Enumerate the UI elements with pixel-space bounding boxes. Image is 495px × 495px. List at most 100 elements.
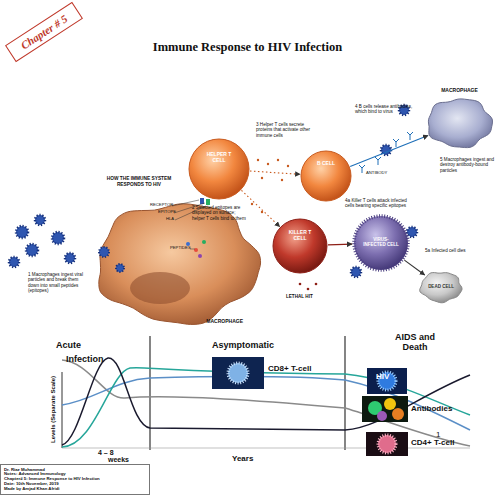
cd8-image <box>228 363 248 383</box>
b-cell: B CELL <box>300 150 352 202</box>
secretion-dot <box>251 203 253 205</box>
b-cell-outline <box>300 150 352 202</box>
epitope-mark <box>206 199 210 205</box>
cell-body <box>354 216 408 270</box>
cd8-image <box>212 357 264 389</box>
killer-t-cell-outline <box>272 218 328 274</box>
phase-divider <box>149 336 150 450</box>
connector-arrow <box>350 135 428 166</box>
callout-text: 4a Killer T cells attack infected cells … <box>345 198 411 209</box>
callout-text: 2 Selected epitopes are displayed on sur… <box>192 205 248 221</box>
phase-label: Infection <box>66 354 104 364</box>
series-label: CD8+ T-cell <box>268 364 311 373</box>
phase-label: Acute <box>56 340 81 350</box>
cd4-image <box>378 435 396 453</box>
virus-particle <box>351 267 361 277</box>
page-title: Immune Response to HIV Infection <box>0 40 495 54</box>
antibody-symbol <box>407 132 413 140</box>
callout-text: LETHAL HIT <box>286 294 313 299</box>
phase-label: AIDS and Death <box>390 332 440 353</box>
callout-text: 5a Infected cell dies <box>425 248 475 253</box>
cell-label: Chapter # 5 <box>18 12 69 51</box>
virus-particle <box>35 215 45 225</box>
connector-arrow <box>328 243 352 245</box>
callout-text: PEPTIDES <box>170 246 191 251</box>
antibody-image <box>377 411 387 421</box>
cell-label: DEAD CELL <box>428 285 454 290</box>
antibody-image <box>362 396 408 422</box>
cell-label: VIRUS-INFECTED CELL <box>363 238 399 248</box>
series-label: HIV <box>376 372 389 381</box>
cd8-curve <box>62 377 470 430</box>
cell-body <box>99 204 261 325</box>
antibody-image <box>392 408 404 420</box>
virus-particle <box>52 232 64 244</box>
cell-body <box>189 139 249 199</box>
cd4-curve <box>62 360 470 446</box>
figure-heading: HOW THE IMMUNE SYSTEM RESPONDS TO HIV <box>100 176 178 187</box>
cell-body <box>428 99 492 148</box>
macrophage-cell-outline <box>424 96 495 150</box>
callout-text: 4 B cells release antibodies, which bind… <box>355 104 417 115</box>
hiv-curve <box>62 358 470 445</box>
callout-text: 1 Macrophages ingest viral particles and… <box>28 272 90 293</box>
cell-label: HELPER T CELL <box>202 152 236 163</box>
x-axis <box>62 448 470 449</box>
axis-label: Levels (Separate Scale) <box>50 364 57 454</box>
secretion-dot <box>267 163 269 165</box>
connector-arrow <box>404 260 424 275</box>
footer-box: Dr. Riaz MuhammadNotes: Advanced Immunol… <box>0 464 150 495</box>
secretion-dot <box>261 211 263 213</box>
callout-text: 5 Macrophages ingest and destroy antibod… <box>440 157 495 173</box>
cell-label: B CELL <box>317 161 335 167</box>
phase-divider <box>344 336 345 450</box>
axis-label: 4 – 8 <box>98 449 114 457</box>
virus-particle <box>26 244 38 256</box>
lethal-hit-dot <box>299 283 302 286</box>
callout-text: EPITOPE <box>158 210 176 215</box>
series-label: Antibodies <box>411 404 452 413</box>
cell-body <box>420 273 462 303</box>
lethal-hit-dot <box>315 283 318 286</box>
macrophage-cell: MACROPHAGE <box>424 96 495 150</box>
secretion-dot <box>281 179 283 181</box>
secretion-dot <box>287 165 289 167</box>
virus-particle <box>16 226 28 238</box>
infected-cell: VIRUS-INFECTED CELL <box>352 214 410 272</box>
cell-label: MACROPHAGE <box>412 88 495 94</box>
antibody-image <box>384 398 396 410</box>
phase-label: Asymptomatic <box>212 340 274 350</box>
callout-text: HLA <box>166 217 174 222</box>
lethal-hit-dot <box>307 288 310 291</box>
secretion-dot <box>257 159 259 161</box>
cell-label: MACROPHAGE <box>206 319 243 325</box>
connector-arrow <box>250 171 300 174</box>
axis-label: Years <box>232 454 253 463</box>
virus-particle <box>381 145 391 155</box>
connector-arrow <box>241 190 279 226</box>
cell-body <box>273 219 327 273</box>
page-number: 1 <box>436 430 440 439</box>
secretion-dot <box>277 159 279 161</box>
virus-particle <box>9 257 19 267</box>
hiv-image <box>367 368 407 394</box>
helper-t-cell: HELPER T CELL <box>188 138 250 200</box>
chapter-tag: Chapter # 5 <box>5 2 83 62</box>
virus-particle <box>65 253 75 263</box>
antibody-symbol <box>393 139 399 147</box>
secretion-dot <box>261 177 263 179</box>
killer-t-cell: KILLER T CELL <box>272 218 328 274</box>
series-label: CD4+ T-cell <box>411 438 454 447</box>
note-line: Made by Amjad Khan Afridi <box>4 487 60 492</box>
dead-cell: DEAD CELL <box>418 270 464 304</box>
callout-text: ANTIBODY <box>366 171 387 176</box>
cell-body <box>301 151 351 201</box>
y-axis <box>62 372 63 448</box>
axis-label: weeks <box>108 456 129 464</box>
cell-label: KILLER T CELL <box>285 230 315 241</box>
antibody-symbol <box>375 157 381 165</box>
callout-text: RECEPTOR <box>150 203 173 208</box>
callout-text: 3 Helper T cells secrete proteins that a… <box>256 122 320 138</box>
helper-t-cell-outline <box>188 138 250 200</box>
